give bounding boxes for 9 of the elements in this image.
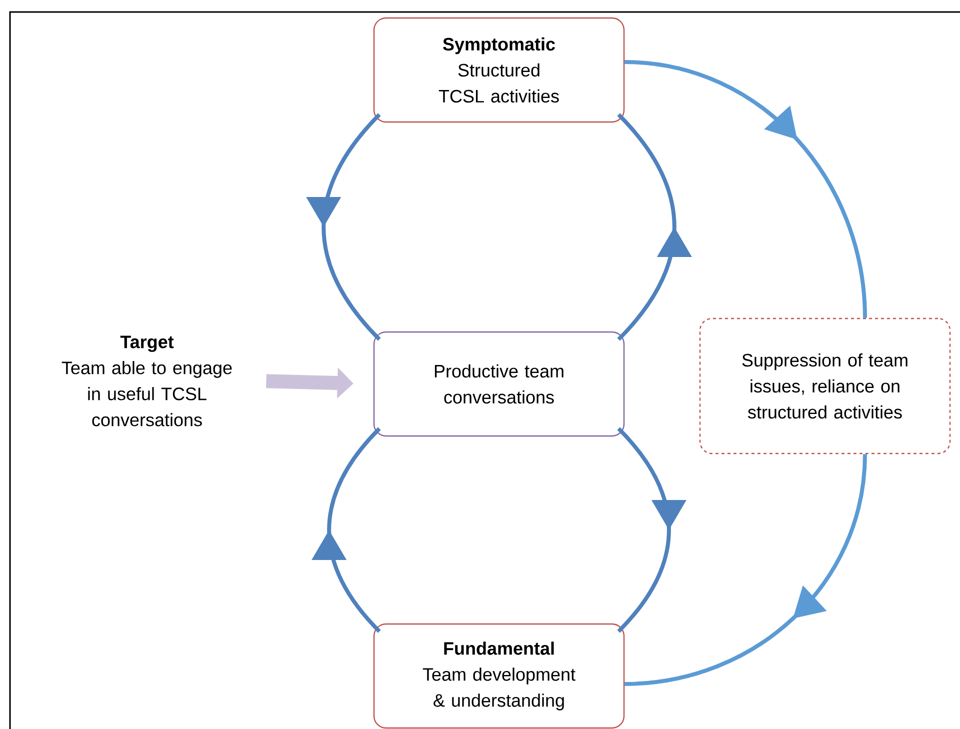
arrow bbox=[617, 427, 686, 633]
process-box: Productive team conversations bbox=[373, 331, 625, 437]
arrow bbox=[312, 427, 381, 633]
target-text: Target Team able to engage in useful TCSL conversations bbox=[62, 336, 232, 426]
arrow bbox=[624, 60, 868, 318]
arrow bbox=[624, 454, 867, 686]
process-box: Fundamental Team development & understanding bbox=[373, 623, 625, 729]
process-box: Symptomatic Structured TCSL activities bbox=[373, 17, 625, 123]
dashed-box: Suppression of team issues, reliance on structured activities bbox=[699, 318, 951, 454]
